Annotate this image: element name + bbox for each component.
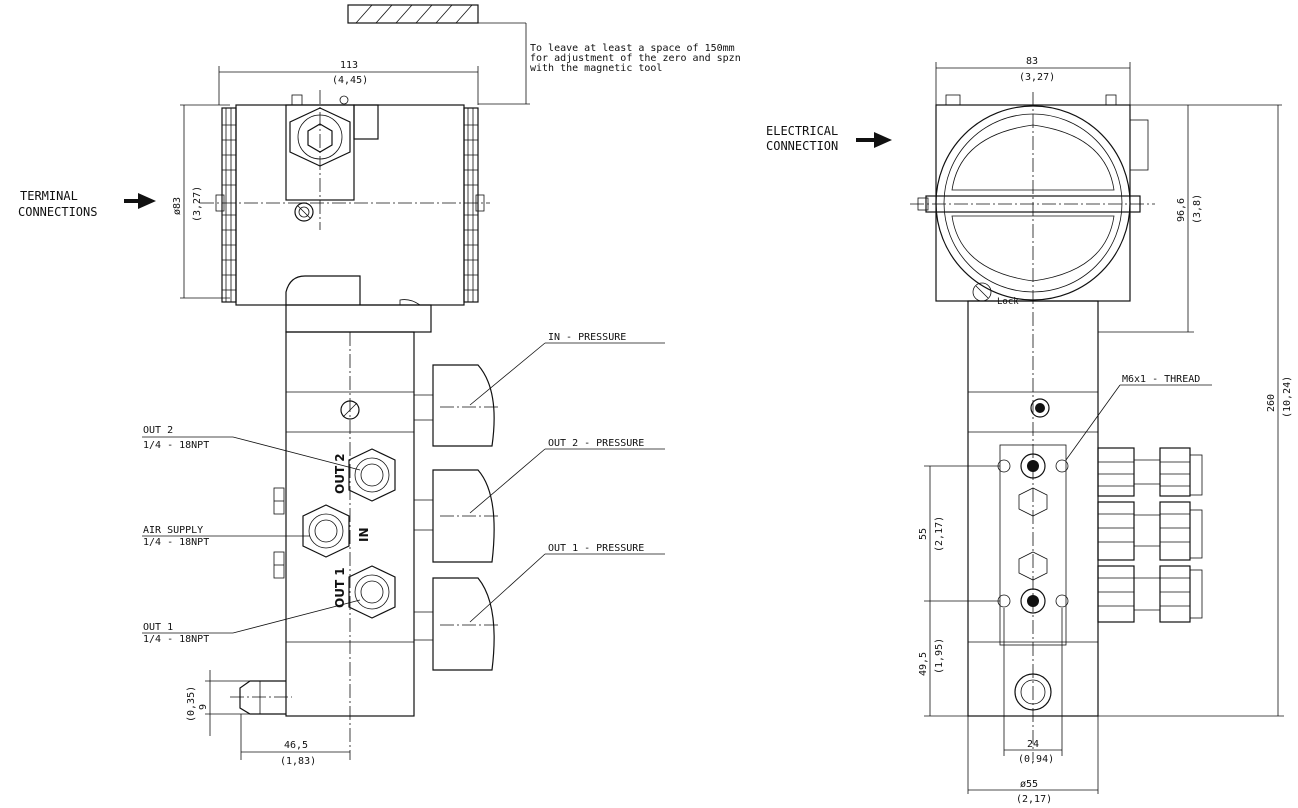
gauge-out1 (414, 577, 500, 671)
out1-thread: 1/4 - 18NPT (143, 634, 209, 645)
dim-83-in: (3,27) (1019, 72, 1055, 83)
arrow-right-icon (856, 132, 892, 148)
lock-label: Lock (997, 297, 1019, 307)
electrical-label-2: CONNECTION (766, 139, 838, 153)
dim-96-in: (3,8) (1192, 194, 1203, 224)
dim-dia-83-in: (3,27) (192, 186, 203, 222)
port-in-text: IN (357, 527, 371, 542)
air-supply-callout: AIR SUPPLY (143, 525, 203, 536)
dim-46-in: (1,83) (280, 756, 316, 767)
port-in (302, 504, 350, 558)
dim-260-in: (10,24) (1282, 376, 1293, 418)
terminal-label-1: TERMINAL (20, 189, 78, 203)
dim-49-in: (1,95) (934, 638, 945, 674)
port-out1 (348, 565, 396, 619)
side-view: 113 (4,45) ø83 (3,27) (18, 60, 665, 767)
dim-dia-83: ø83 (172, 197, 183, 215)
gauge-out2 (414, 469, 500, 563)
note-line-3: with the magnetic tool (530, 63, 662, 74)
arrow-right-icon (124, 193, 156, 209)
m6-thread-label: M6x1 - THREAD (1122, 374, 1200, 385)
out1-callout: OUT 1 (143, 622, 173, 633)
dim-46: 46,5 (284, 740, 308, 751)
air-supply-thread: 1/4 - 18NPT (143, 537, 209, 548)
dim-9-in: (0,35) (186, 686, 197, 722)
dim-96: 96,6 (1176, 198, 1187, 222)
side-gauges (1097, 447, 1203, 623)
dim-55-dia-in: (2,17) (1016, 794, 1052, 805)
dim-55-in: (2,17) (934, 516, 945, 552)
terminal-label-2: CONNECTIONS (18, 205, 97, 219)
out2-callout: OUT 2 (143, 425, 173, 436)
dim-width-113: 113 (340, 60, 358, 71)
out2-thread: 1/4 - 18NPT (143, 440, 209, 451)
dim-24: 24 (1027, 739, 1039, 750)
dim-83: 83 (1026, 56, 1038, 67)
port-out2-text: OUT 2 (333, 453, 347, 494)
dim-49: 49,5 (918, 652, 929, 676)
dim-9: 9 (198, 704, 209, 710)
dim-55: 55 (918, 528, 929, 540)
dim-55-dia: ø55 (1020, 779, 1038, 790)
electrical-label-1: ELECTRICAL (766, 124, 838, 138)
note-line-2: for adjustment of the zero and spzn (530, 53, 741, 64)
dim-width-113-in: (4,45) (332, 75, 368, 86)
clearance-note: To leave at least a space of 150mm for a… (347, 4, 741, 105)
port-out1-text: OUT 1 (333, 567, 347, 608)
dim-24-in: (0,94) (1018, 754, 1054, 765)
gauge-in (414, 364, 500, 447)
port-out2 (348, 448, 396, 502)
out2-pressure-label: OUT 2 - PRESSURE (548, 438, 644, 449)
dim-260: 260 (1266, 394, 1277, 412)
in-pressure-label: IN - PRESSURE (548, 332, 626, 343)
front-view: 83 (3,27) ELECTRICAL CONNECTION Lock 96,… (766, 56, 1293, 805)
note-line-1: To leave at least a space of 150mm (530, 43, 735, 54)
out1-pressure-label: OUT 1 - PRESSURE (548, 543, 644, 554)
